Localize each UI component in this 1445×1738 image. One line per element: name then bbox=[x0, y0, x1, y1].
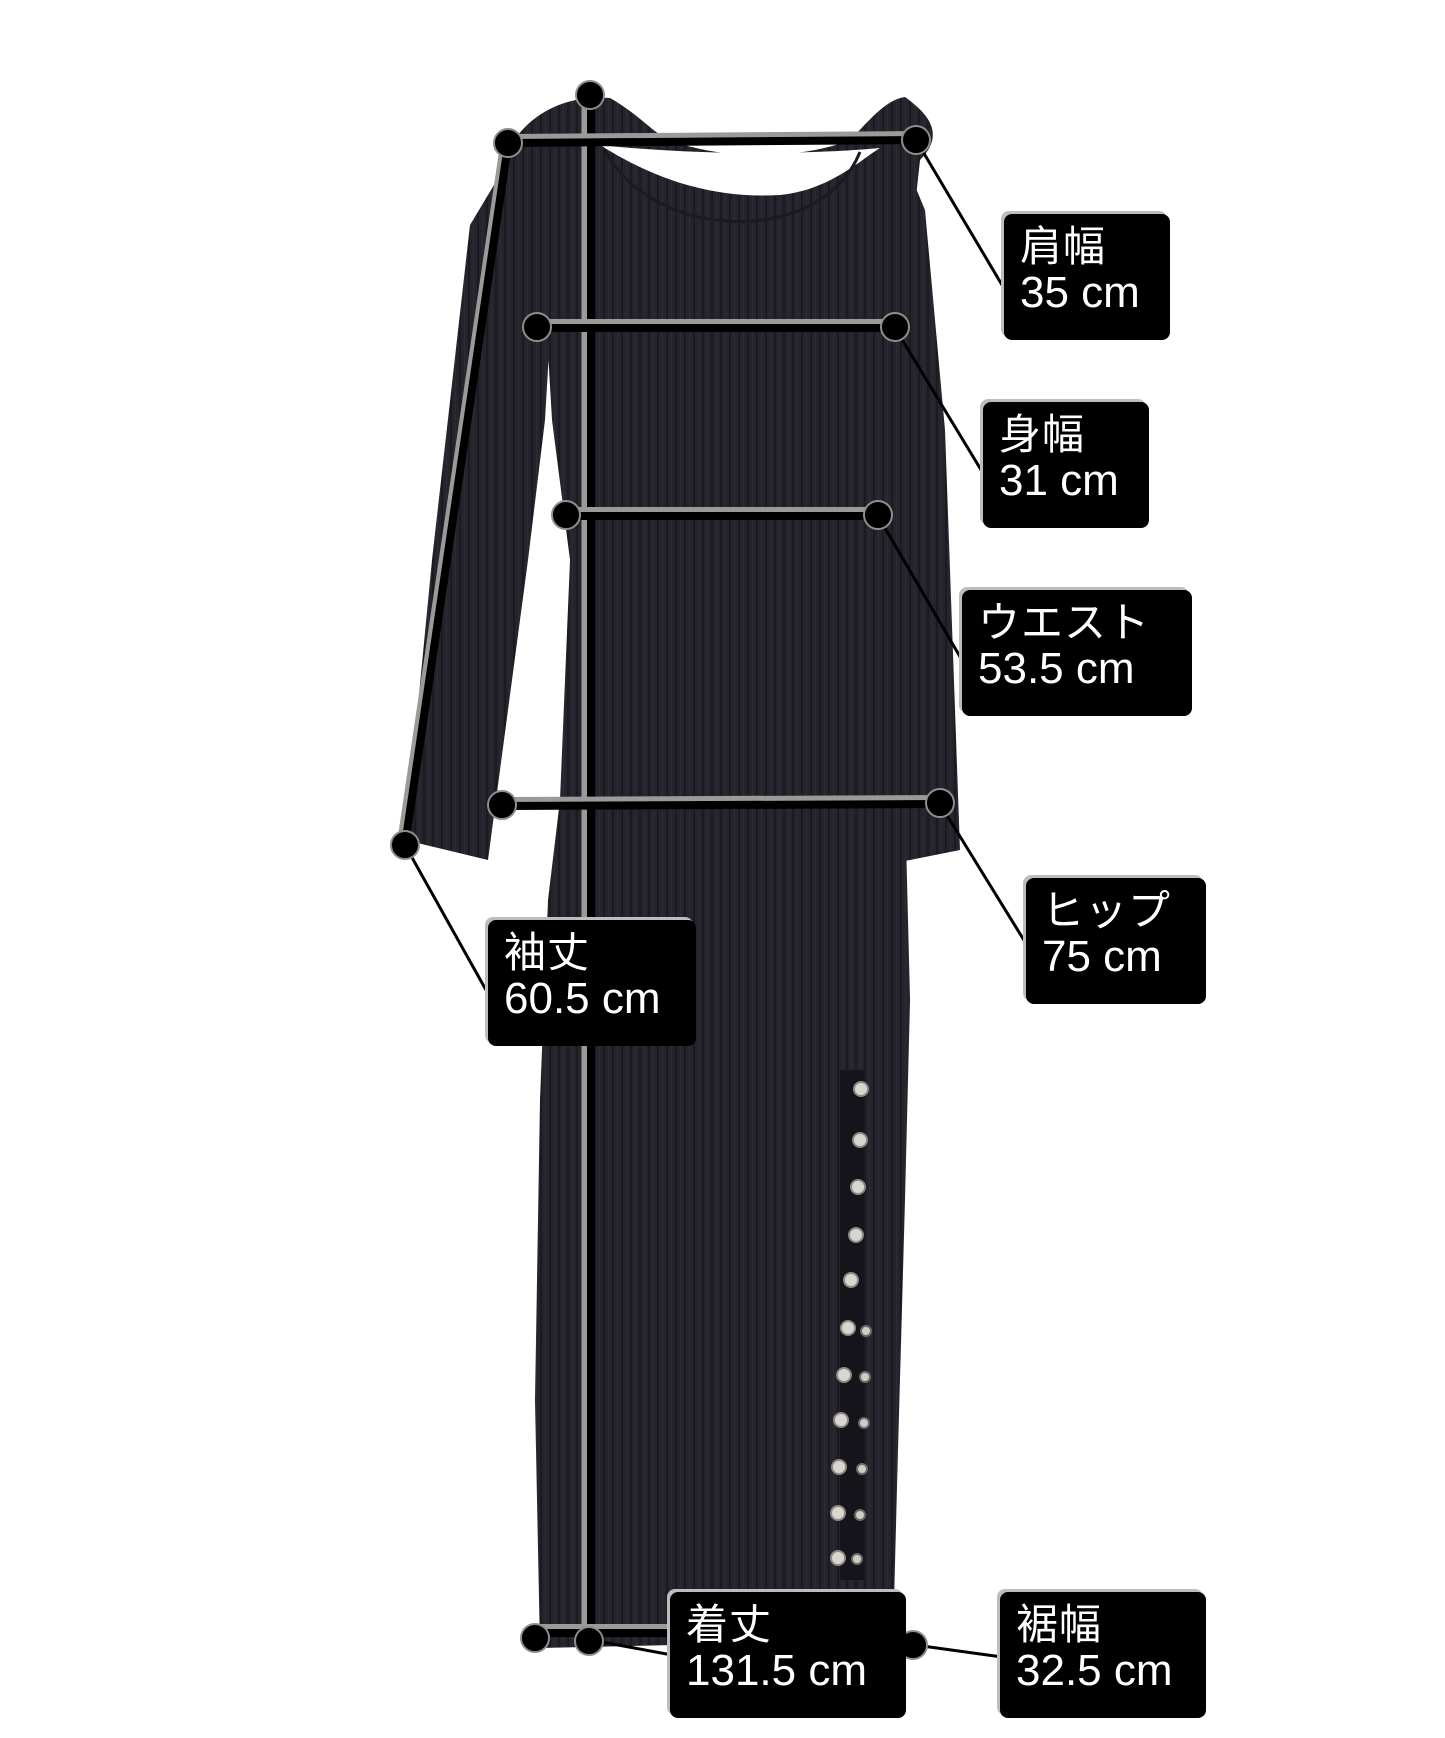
label-hem-width: 裾幅 32.5 cm bbox=[1000, 1592, 1206, 1718]
waist-left-point bbox=[551, 500, 581, 530]
measurement-name: 着丈 bbox=[686, 1600, 773, 1649]
label-waist: ウエスト 53.5 cm bbox=[962, 590, 1192, 716]
label-sleeve-length: 袖丈 60.5 cm bbox=[488, 920, 696, 1046]
shoulder-right-point bbox=[901, 125, 931, 155]
length-bottom-point bbox=[574, 1626, 604, 1656]
dress-body bbox=[508, 97, 933, 1648]
measurement-lines bbox=[397, 86, 945, 1644]
measurement-value: 32.5 cm bbox=[1016, 1645, 1173, 1695]
measurement-value: 131.5 cm bbox=[686, 1645, 867, 1695]
shoulder-left-point bbox=[493, 128, 523, 158]
measurement-name: 裾幅 bbox=[1016, 1600, 1103, 1649]
measurement-name: ウエスト bbox=[978, 598, 1151, 647]
bust-right-point bbox=[880, 312, 910, 342]
measurement-name: 袖丈 bbox=[504, 928, 591, 977]
label-total-length: 着丈 131.5 cm bbox=[670, 1592, 906, 1718]
length-top-point bbox=[575, 80, 605, 110]
measurement-value: 60.5 cm bbox=[504, 973, 661, 1023]
measurement-name: 身幅 bbox=[999, 410, 1086, 459]
snap-stud-column-outer bbox=[830, 1081, 869, 1566]
measurement-points bbox=[390, 80, 955, 1660]
hip-right-point bbox=[925, 788, 955, 818]
measurement-name: ヒップ bbox=[1042, 886, 1172, 935]
bust-left-point bbox=[522, 312, 552, 342]
leader-lines bbox=[403, 139, 1032, 1659]
measurement-value: 75 cm bbox=[1042, 931, 1162, 981]
label-hip: ヒップ 75 cm bbox=[1026, 878, 1206, 1004]
sleeve-end-point bbox=[390, 830, 420, 860]
left-sleeve bbox=[405, 150, 552, 860]
neckline bbox=[600, 145, 880, 196]
hem-left-point bbox=[520, 1623, 550, 1653]
measurement-value: 35 cm bbox=[1020, 267, 1140, 317]
label-shoulder-width: 肩幅 35 cm bbox=[1004, 214, 1170, 340]
hip-left-point bbox=[487, 790, 517, 820]
waist-right-point bbox=[863, 500, 893, 530]
snap-stud-column-inner bbox=[851, 1325, 872, 1565]
measurement-name: 肩幅 bbox=[1020, 222, 1107, 271]
label-body-width: 身幅 31 cm bbox=[983, 402, 1149, 528]
measurement-value: 53.5 cm bbox=[978, 643, 1135, 693]
measurement-value: 31 cm bbox=[999, 455, 1119, 505]
